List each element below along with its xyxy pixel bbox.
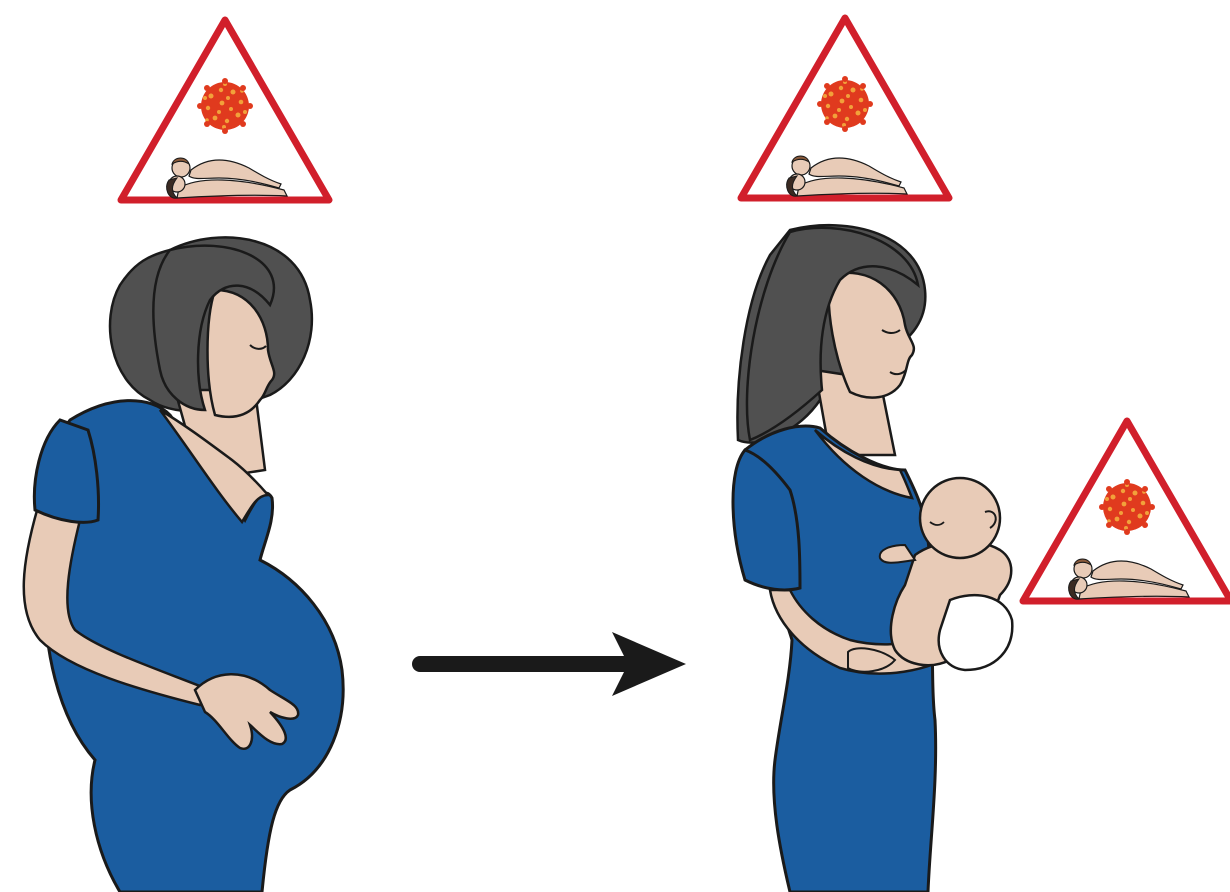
pregnant-woman-figure — [24, 237, 343, 892]
warning-triangle-icon-breastfeeding — [1023, 421, 1230, 601]
warning-triangle-icon-pregnancy — [121, 20, 329, 200]
arrow-right-icon — [420, 632, 686, 696]
breastfeeding-mother-figure — [733, 225, 1012, 892]
warning-triangle-icon-birth — [741, 18, 949, 198]
